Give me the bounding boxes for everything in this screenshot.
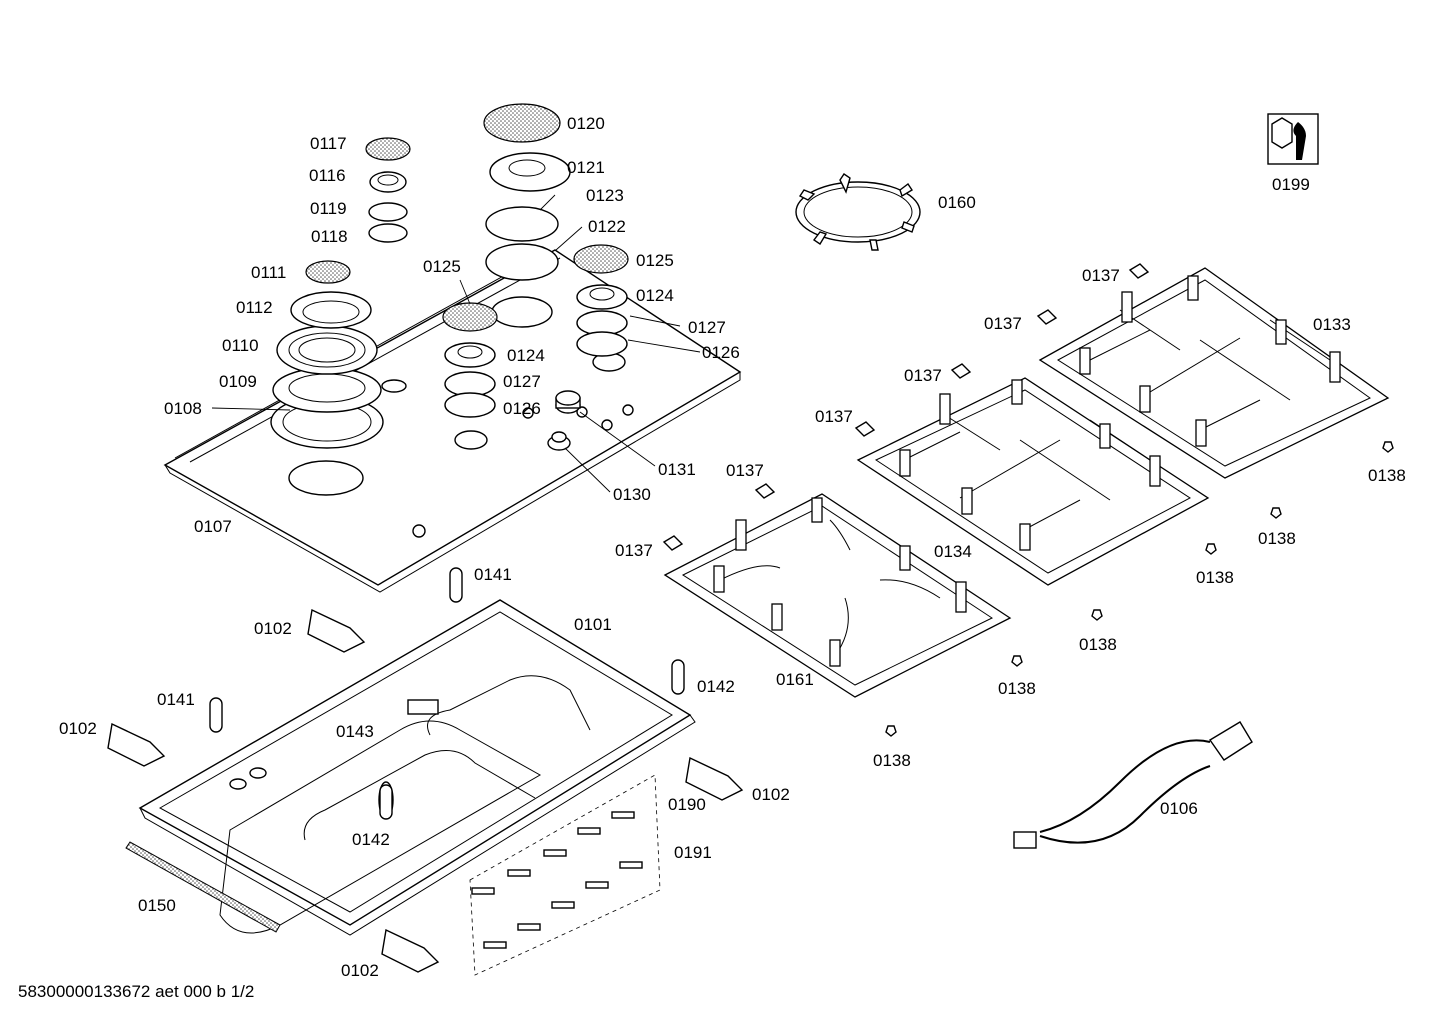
label-0138-2: 0138 (1258, 529, 1296, 548)
bottom-tray (138, 599, 696, 936)
label-0138-6: 0138 (873, 751, 911, 770)
label-0119: 0119 (310, 199, 347, 218)
large-burner (483, 103, 571, 281)
label-0137-1: 0137 (1082, 266, 1120, 285)
label-0143: 0143 (336, 722, 374, 741)
label-0138-1: 0138 (1368, 466, 1406, 485)
label-0199: 0199 (1272, 175, 1310, 194)
bracket-group (107, 608, 744, 973)
document-id: 58300000133672 aet 000 b 1/2 (18, 982, 254, 1001)
label-0109: 0109 (219, 372, 257, 391)
foot-group (209, 567, 685, 820)
label-0137-5: 0137 (726, 461, 764, 480)
control-knob (547, 390, 581, 451)
label-0124-b: 0124 (636, 286, 674, 305)
label-0190: 0190 (668, 795, 706, 814)
label-0101: 0101 (574, 615, 612, 634)
rubber-foot-group (662, 263, 1150, 551)
label-0133: 0133 (1313, 315, 1351, 334)
leader-lines (211, 194, 701, 493)
label-0102-4: 0102 (341, 961, 379, 980)
label-0120: 0120 (567, 114, 605, 133)
label-0124-a: 0124 (507, 346, 545, 365)
service-wrench-icon (1267, 113, 1319, 165)
label-0108: 0108 (164, 399, 202, 418)
label-0116: 0116 (309, 166, 346, 185)
label-0130: 0130 (613, 485, 651, 504)
label-0160: 0160 (938, 193, 976, 212)
label-0111: 0111 (251, 263, 286, 282)
label-0134: 0134 (934, 542, 972, 561)
label-0125-a: 0125 (423, 257, 461, 276)
label-0102-2: 0102 (59, 719, 97, 738)
label-0131: 0131 (658, 460, 696, 479)
small-burner (365, 137, 411, 243)
label-0127-a: 0127 (503, 372, 541, 391)
label-0127-b: 0127 (688, 318, 726, 337)
medium-burner-b (573, 244, 629, 357)
label-0117: 0117 (310, 134, 347, 153)
label-0126-b: 0126 (702, 343, 740, 362)
screw-group-0138 (885, 441, 1394, 737)
label-0142-b: 0142 (352, 830, 390, 849)
label-0107: 0107 (194, 517, 232, 536)
label-0112: 0112 (236, 298, 273, 317)
label-0137-2: 0137 (984, 314, 1022, 333)
label-0141-b: 0141 (157, 690, 195, 709)
label-0102-1: 0102 (254, 619, 292, 638)
label-0121: 0121 (567, 158, 605, 177)
label-0138-5: 0138 (998, 679, 1036, 698)
label-0137-3: 0137 (904, 366, 942, 385)
label-0138-3: 0138 (1196, 568, 1234, 587)
power-cable (1013, 721, 1253, 849)
screw-box (469, 774, 661, 976)
label-0110: 0110 (222, 336, 259, 355)
label-0126-a: 0126 (503, 399, 541, 418)
pan-support-0134 (856, 377, 1210, 586)
label-0125-b: 0125 (636, 251, 674, 270)
label-0102-3: 0102 (752, 785, 790, 804)
label-0137-4: 0137 (815, 407, 853, 426)
pan-support-0133 (1038, 267, 1390, 479)
label-0141-a: 0141 (474, 565, 512, 584)
label-0106: 0106 (1160, 799, 1198, 818)
label-0123: 0123 (586, 186, 624, 205)
medium-burner-a (442, 302, 498, 418)
label-0161: 0161 (776, 670, 814, 689)
wok-burner (270, 260, 384, 449)
sealing-strip (125, 841, 281, 933)
label-0150: 0150 (138, 896, 176, 915)
label-0142-a: 0142 (697, 677, 735, 696)
wok-ring (795, 173, 921, 251)
label-0138-4: 0138 (1079, 635, 1117, 654)
label-0118: 0118 (311, 227, 348, 246)
pan-support-0161 (663, 493, 1012, 698)
part-labels: 0117 0116 0119 0118 0111 0112 0110 0109 … (18, 114, 1406, 1001)
label-0137-6: 0137 (615, 541, 653, 560)
label-0191: 0191 (674, 843, 712, 862)
label-0122: 0122 (588, 217, 626, 236)
